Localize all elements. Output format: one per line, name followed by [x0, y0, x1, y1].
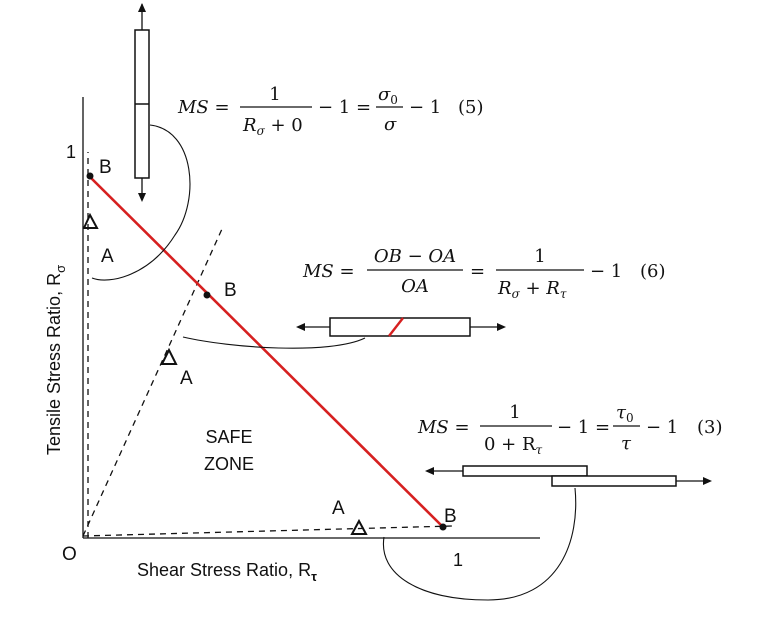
svg-text:(3): (3)	[697, 417, 723, 438]
svg-text:1: 1	[269, 84, 280, 105]
svg-text:− 1: − 1	[646, 417, 678, 438]
safe-zone-line2: ZONE	[204, 454, 254, 474]
point-b-tension	[86, 172, 94, 180]
label-b-tension: B	[99, 157, 112, 178]
combined-load-path	[82, 228, 223, 537]
svg-text:(5): (5)	[458, 97, 484, 118]
tension-specimen	[134, 3, 150, 202]
svg-text:− 1: − 1	[409, 97, 441, 118]
origin-label: O	[62, 544, 77, 565]
svg-text:σ: σ	[384, 114, 397, 135]
point-b-combined	[203, 291, 211, 299]
svg-text:MS =: MS =	[302, 261, 355, 282]
label-a-combined: A	[180, 368, 193, 389]
connector-combined	[182, 336, 366, 349]
svg-text:OB − OA: OB − OA	[374, 246, 456, 267]
y-axis-label: Tensile Stress Ratio, Rσ	[44, 265, 68, 455]
svg-text:MS =: MS =	[177, 97, 230, 118]
connector-shear	[382, 487, 577, 601]
svg-text:− 1: − 1	[590, 261, 622, 282]
shear-specimen	[425, 465, 712, 487]
label-a-shear: A	[332, 498, 345, 519]
svg-text:Rσ + 0: Rσ + 0	[242, 115, 303, 138]
equation-3: MS = 1 0 + Rτ − 1 = τ0 τ − 1 (3)	[417, 402, 723, 457]
svg-text:(6): (6)	[640, 261, 666, 282]
label-a-tension: A	[101, 246, 114, 267]
y-tick-one: 1	[66, 142, 76, 162]
svg-text:=: =	[470, 261, 485, 282]
svg-text:1: 1	[509, 402, 520, 423]
equation-6: MS = OB − OA OA = 1 Rσ + Rτ − 1 (6)	[302, 246, 666, 301]
safe-zone-line1: SAFE	[205, 427, 252, 447]
svg-text:− 1 =: − 1 =	[557, 417, 610, 438]
label-b-shear: B	[444, 506, 457, 527]
connector-tension	[91, 124, 191, 281]
x-axis-label: Shear Stress Ratio, Rτ	[137, 560, 317, 584]
svg-text:σ0: σ0	[378, 84, 398, 107]
svg-text:OA: OA	[401, 276, 429, 297]
svg-text:τ0: τ0	[616, 402, 634, 425]
svg-text:τ: τ	[621, 433, 632, 454]
point-a-combined-triangle	[160, 347, 178, 365]
x-tick-one: 1	[453, 550, 463, 570]
svg-text:− 1 =: − 1 =	[318, 97, 371, 118]
combined-specimen	[296, 317, 506, 337]
svg-text:Rσ + Rτ: Rσ + Rτ	[497, 278, 567, 301]
svg-text:0 + Rτ: 0 + Rτ	[484, 434, 543, 457]
svg-text:1: 1	[534, 246, 545, 267]
equation-5: MS = 1 Rσ + 0 − 1 = σ0 σ − 1 (5)	[177, 84, 484, 138]
point-a-tension-triangle	[82, 212, 99, 229]
label-b-combined: B	[224, 280, 237, 301]
failure-envelope-line	[87, 174, 444, 528]
svg-text:MS =: MS =	[417, 417, 470, 438]
shear-load-path	[82, 525, 453, 537]
point-a-shear-triangle	[350, 518, 368, 535]
point-b-shear	[439, 523, 447, 531]
